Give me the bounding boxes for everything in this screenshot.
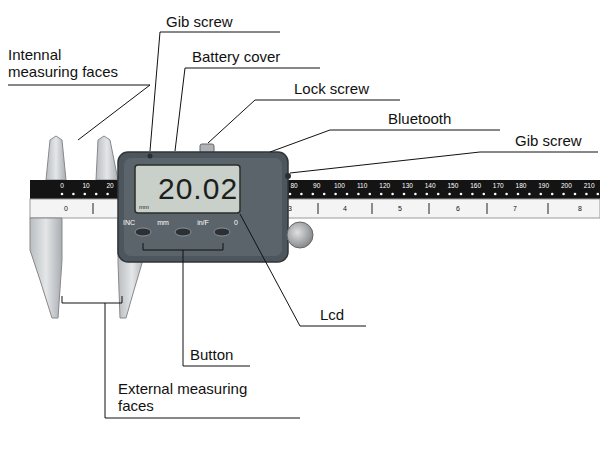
lcd-unit: mm — [139, 204, 149, 211]
scale-number: 90 — [313, 182, 320, 189]
scale-number: 80 — [290, 182, 297, 189]
scale-number: 190 — [538, 182, 549, 189]
scale-number: 180 — [516, 182, 527, 189]
scale-number: 7 — [513, 205, 517, 213]
scale-number: 20 — [106, 182, 113, 189]
lcd-reading: 20.02 — [158, 172, 238, 206]
part-label: Lcd — [320, 306, 344, 323]
scale-number: 200 — [561, 182, 572, 189]
part-label: Gib screw — [166, 13, 233, 30]
button-label: mm — [157, 219, 169, 227]
scale-number: 0 — [60, 182, 64, 189]
button-label: in/F — [197, 219, 209, 227]
scale-number: 110 — [357, 182, 367, 189]
scale-number: 10 — [82, 182, 89, 189]
scale-number: 150 — [447, 182, 458, 189]
scale-number: 8 — [578, 205, 582, 213]
scale-number: 3 — [288, 205, 292, 213]
part-label: Lock screw — [294, 80, 369, 97]
part-label: Button — [190, 346, 233, 363]
part-label: Bluetooth — [388, 110, 451, 127]
scale-number: 140 — [425, 182, 436, 189]
button-label: 0 — [234, 219, 238, 227]
button-label: INC — [123, 219, 135, 227]
scale-number: 160 — [470, 182, 481, 189]
scale-number: 130 — [402, 182, 413, 189]
part-label: External measuring faces — [118, 380, 268, 414]
part-label: Gib screw — [515, 132, 582, 149]
scale-number: 4 — [343, 205, 347, 213]
scale-number: 5 — [398, 205, 402, 213]
part-label: Intennal measuring faces — [8, 46, 126, 80]
scale-number: 0 — [64, 205, 68, 213]
scale-number: 6 — [456, 205, 460, 213]
scale-number: 120 — [379, 182, 390, 189]
part-label: Battery cover — [192, 48, 280, 65]
scale-number: 170 — [493, 182, 504, 189]
scale-number: 210 — [584, 182, 595, 189]
scale-number: 100 — [334, 182, 345, 189]
